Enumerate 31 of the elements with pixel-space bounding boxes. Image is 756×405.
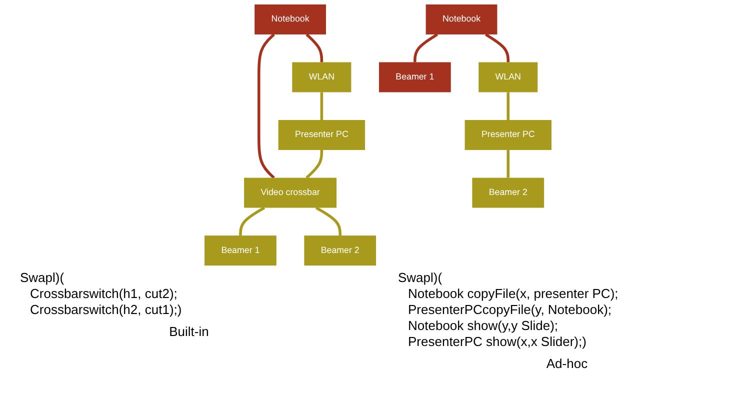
connector: [306, 33, 324, 62]
panel-caption: Ad-hoc: [545, 356, 589, 372]
connector: [320, 92, 324, 120]
panel-caption: Built-in: [168, 324, 210, 340]
code-line: PresenterPC show(x,x Slider);): [407, 334, 588, 350]
node-box: Video crossbar: [244, 178, 337, 208]
connector: [239, 206, 266, 236]
node-box: Notebook: [426, 4, 498, 34]
node-box: Notebook: [254, 4, 326, 34]
connector: [506, 150, 510, 178]
connector: [315, 206, 342, 236]
node-box: Beamer 2: [472, 178, 544, 208]
code-line: Swapl)(: [398, 270, 444, 286]
connector: [484, 33, 510, 62]
code-line: Crossbarswitch(h1, cut2);: [29, 286, 178, 302]
connector: [306, 150, 324, 179]
connector: [506, 92, 510, 120]
node-box: WLAN: [478, 62, 538, 92]
node-box: Beamer 1: [378, 62, 451, 92]
node-box: WLAN: [292, 62, 352, 92]
code-line: Crossbarswitch(h2, cut1);): [29, 302, 183, 318]
connector: [258, 33, 275, 179]
code-line: Notebook show(y,y Slide);: [407, 318, 560, 334]
code-line: PresenterPCcopyFile(y, Notebook);: [407, 302, 613, 318]
node-box: Beamer 1: [204, 236, 276, 266]
node-box: Beamer 2: [304, 236, 376, 266]
code-line: Notebook copyFile(x, presenter PC);: [407, 286, 620, 302]
connector: [414, 33, 438, 62]
code-line: Swapl)(: [20, 270, 66, 286]
node-box: Presenter PC: [464, 120, 552, 150]
node-box: Presenter PC: [278, 120, 366, 150]
